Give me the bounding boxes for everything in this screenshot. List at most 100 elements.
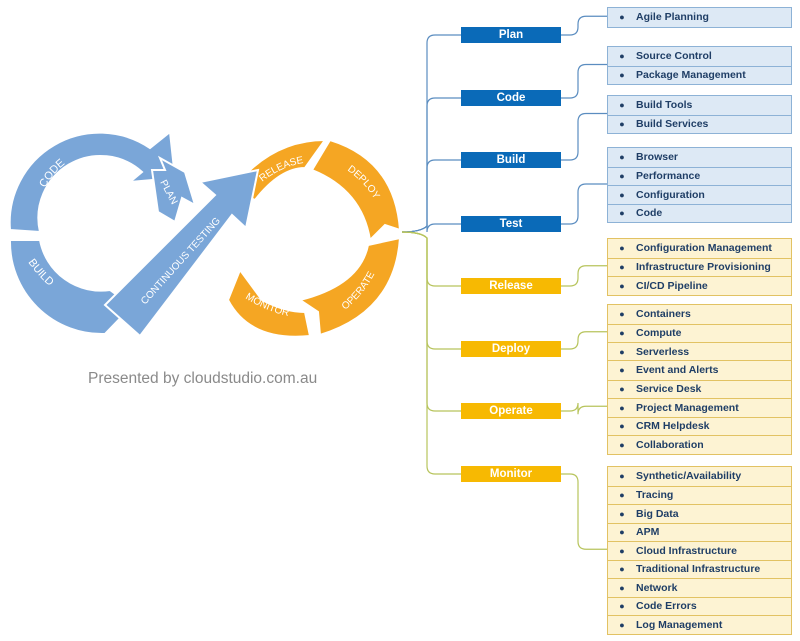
tool-item-label: Project Management [636, 401, 739, 414]
bullet-icon: ● [619, 545, 625, 556]
tool-group-plan: ● Agile Planning [607, 7, 792, 28]
tool-item: ●Build Tools [608, 96, 791, 115]
tool-item: ● Containers [608, 305, 791, 324]
tool-item: ● CRM Helpdesk [608, 416, 791, 436]
connector-to-code [401, 97, 461, 233]
continuous-testing-arrow [103, 168, 260, 338]
tool-item-label: Synthetic/Availability [636, 470, 742, 483]
tool-item-label: CI/CD Pipeline [636, 279, 708, 292]
tool-item: ● Package Management [608, 65, 791, 85]
bullet-icon: ● [619, 402, 625, 413]
tool-item: ● Infrastructure Provisioning [608, 257, 791, 277]
bullet-icon: ● [619, 564, 625, 575]
connector-to-release [401, 231, 461, 287]
stage-code: Code [461, 90, 561, 106]
tool-group-release: ●Configuration Management●Infrastructure… [607, 238, 792, 296]
connector-to-build [401, 159, 461, 233]
tool-item: ●Browser [608, 148, 791, 167]
tool-item-label: Infrastructure Provisioning [636, 261, 771, 274]
tool-item: ● Configuration [608, 185, 791, 204]
bullet-icon: ● [619, 582, 625, 593]
bullet-icon: ● [619, 328, 625, 339]
tool-item-label: Browser [636, 151, 679, 164]
stage-monitor: Monitor [461, 466, 561, 482]
tool-item-label: Configuration Management [636, 242, 772, 255]
connector-to-test [401, 223, 461, 233]
tool-item: ● Performance [608, 166, 791, 186]
tool-item: ● Collaboration [608, 435, 791, 454]
tool-item-label: Serverless [636, 345, 690, 358]
deploy-arrow [310, 138, 402, 243]
tool-item-label: Event and Alerts [636, 364, 719, 377]
tool-group-build: ●Build Tools ● Build Services [607, 95, 792, 134]
bullet-icon: ● [619, 365, 625, 376]
bullet-icon: ● [619, 527, 625, 538]
build-arrow [8, 239, 134, 336]
stage-deploy: Deploy [461, 341, 561, 357]
connector-code-to-group [561, 63, 607, 99]
tool-item-label: Code Errors [636, 600, 697, 613]
tool-item-label: Big Data [636, 507, 679, 520]
bullet-icon: ● [619, 601, 625, 612]
bullet-icon: ● [619, 439, 625, 450]
stage-operate: Operate [461, 403, 561, 419]
bullet-icon: ● [619, 12, 625, 23]
connector-monitor-to-group [561, 473, 607, 550]
tool-group-code: ●Source Control ● Package Management [607, 46, 792, 85]
tool-item: ●Configuration Management [608, 239, 791, 258]
tool-item-label: CRM Helpdesk [636, 420, 710, 433]
tool-item-label: Package Management [636, 69, 746, 82]
tool-item: ● Log Management [608, 615, 791, 634]
infinity-loop: CODE BUILD PLAN CONTINUOUS TESTING RELEA… [8, 130, 402, 338]
connector-to-monitor [401, 231, 461, 475]
bullet-icon: ● [619, 346, 625, 357]
tool-item: ● Event and Alerts [608, 361, 791, 380]
bullet-icon: ● [619, 189, 625, 200]
tool-item-label: Service Desk [636, 383, 702, 396]
monitor-arrow [226, 267, 312, 338]
tool-item: ● Network [608, 578, 791, 597]
tool-item-label: Collaboration [636, 438, 704, 451]
bullet-icon: ● [619, 171, 625, 182]
tool-item-label: Containers [636, 308, 691, 321]
bullet-icon: ● [619, 70, 625, 81]
tool-item: ● Serverless [608, 342, 791, 361]
tool-group-operate: ● Event and Alerts ● Service Desk ● Project M… [607, 360, 792, 455]
bullet-icon: ● [619, 208, 625, 219]
tool-item: ● Tracing [608, 485, 791, 505]
bullet-icon: ● [619, 309, 625, 320]
tool-item: ● Synthetic/Availability [608, 467, 791, 486]
bullet-icon: ● [619, 619, 625, 630]
tool-item: ● Code [608, 203, 791, 223]
tool-item-label: Network [636, 581, 678, 594]
connector-to-plan [401, 34, 461, 233]
tool-item-label: Tracing [636, 489, 674, 502]
bullet-icon: ● [619, 119, 625, 130]
tool-item-label: Log Management [636, 618, 723, 631]
connector-to-deploy [401, 231, 461, 350]
tool-item-label: Build Services [636, 118, 709, 131]
tool-item-label: Agile Planning [636, 11, 709, 24]
code-arrow [8, 130, 177, 234]
tool-item-label: Build Tools [636, 99, 693, 112]
tool-item-label: Configuration [636, 188, 705, 201]
bullet-icon: ● [619, 262, 625, 273]
bullet-icon: ● [619, 508, 625, 519]
connector-operate-to-group [561, 402, 607, 415]
connector-test-to-group [561, 183, 607, 225]
bullet-icon: ● [619, 471, 625, 482]
stage-build: Build [461, 152, 561, 168]
tool-item-label: Performance [636, 170, 701, 183]
bullet-icon: ● [619, 490, 625, 501]
tool-item-label: Source Control [636, 50, 712, 63]
tool-item-label: Code [636, 207, 663, 220]
bullet-icon: ● [619, 421, 625, 432]
tool-item: ●Source Control [608, 47, 791, 66]
tool-item: ●Compute [608, 323, 791, 343]
connector-plan-to-group [561, 15, 607, 36]
tool-item: ●Traditional Infrastructure [608, 559, 791, 579]
tool-item-label: Cloud Infrastructure [636, 544, 737, 557]
bullet-icon: ● [619, 280, 625, 291]
tool-item-label: APM [636, 526, 660, 539]
stage-plan: Plan [461, 27, 561, 43]
